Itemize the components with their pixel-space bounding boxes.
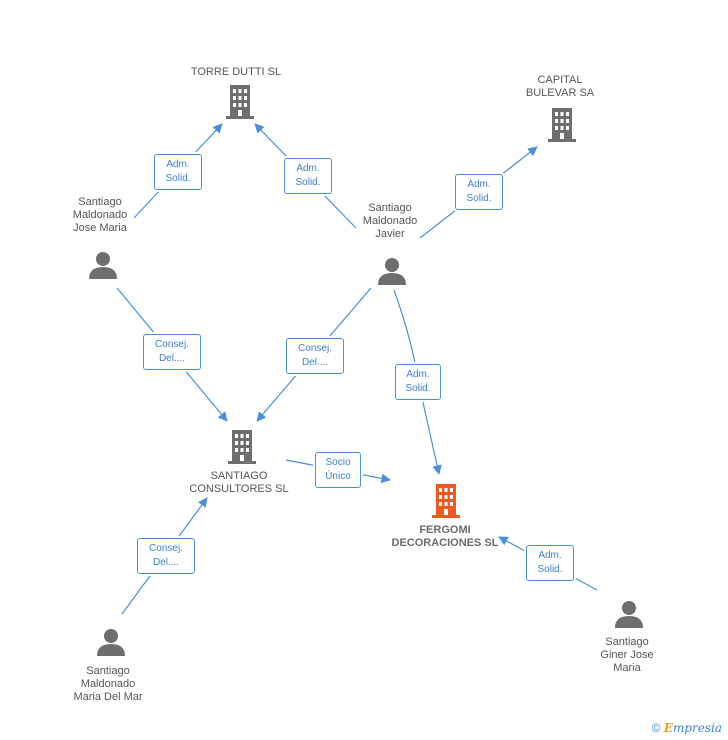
building-icon[interactable] [430, 484, 462, 518]
building-icon[interactable] [226, 430, 258, 464]
relation-label[interactable]: Adm. Solid. [154, 154, 202, 190]
node-santiago-maria-del-mar[interactable]: Santiago Maldonado Maria Del Mar [52, 665, 164, 704]
company-label: FERGOMI DECORACIONES SL [391, 524, 499, 549]
building-icon[interactable] [546, 108, 578, 142]
node-santiago-consultores[interactable]: SANTIAGO CONSULTORES SL [174, 470, 304, 496]
person-icon[interactable] [96, 628, 126, 656]
copyright-symbol: © [651, 721, 661, 735]
empresia-logo: © Empresia [652, 721, 722, 735]
building-icon[interactable] [224, 85, 256, 119]
relation-label[interactable]: Adm. Solid. [526, 545, 574, 581]
company-label: SANTIAGO CONSULTORES SL [189, 470, 289, 495]
relation-label[interactable]: Consej. Del.... [137, 538, 195, 574]
relation-label[interactable]: Socio Único [315, 452, 361, 488]
person-label: Santiago Maldonado Maria Del Mar [73, 665, 143, 703]
person-icon[interactable] [88, 251, 118, 279]
brand-initial: E [663, 721, 673, 735]
person-label: Santiago Maldonado Jose Maria [72, 196, 128, 234]
brand-name: mpresia [672, 721, 722, 735]
person-label: Santiago Giner Jose Maria [600, 636, 654, 674]
person-label: Santiago Maldonado Javier [362, 202, 418, 240]
node-capital-bulevar[interactable]: CAPITAL BULEVAR SA [500, 74, 620, 100]
person-icon[interactable] [614, 600, 644, 628]
relation-label[interactable]: Consej. Del.... [286, 338, 344, 374]
node-santiago-giner[interactable]: Santiago Giner Jose Maria [577, 636, 677, 675]
company-label: CAPITAL BULEVAR SA [525, 74, 595, 99]
person-icon[interactable] [377, 257, 407, 285]
node-santiago-jose-maria[interactable]: Santiago Maldonado Jose Maria [50, 196, 150, 235]
node-santiago-javier[interactable]: Santiago Maldonado Javier [340, 202, 440, 241]
relation-label[interactable]: Consej. Del.... [143, 334, 201, 370]
relation-label[interactable]: Adm. Solid. [395, 364, 441, 400]
node-fergomi[interactable]: FERGOMI DECORACIONES SL [378, 524, 512, 550]
node-torre-dutti[interactable]: TORRE DUTTI SL [176, 66, 296, 79]
relation-label[interactable]: Adm. Solid. [284, 158, 332, 194]
relation-label[interactable]: Adm. Solid. [455, 174, 503, 210]
company-label: TORRE DUTTI SL [190, 66, 282, 78]
